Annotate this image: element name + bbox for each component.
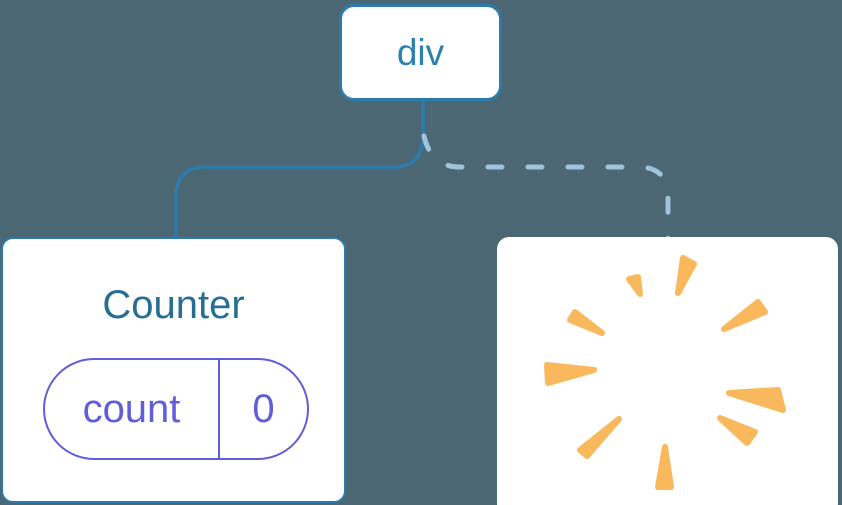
poof-ray — [577, 416, 622, 459]
poof-ray — [655, 444, 674, 490]
state-value-cell: 0 — [218, 360, 307, 458]
poof-ray — [544, 362, 597, 386]
root-div-label: div — [396, 31, 445, 73]
removed-node — [497, 237, 838, 505]
state-value-label: 0 — [252, 386, 275, 431]
poof-ray — [721, 299, 768, 332]
counter-node: Counter count 0 — [1, 237, 346, 503]
solid-link-root-to-counter — [174, 99, 425, 242]
state-key-label: count — [82, 386, 181, 431]
state-pill: count 0 — [43, 358, 309, 460]
poof-ray — [626, 274, 643, 297]
dashed-link-root-to-removed — [421, 133, 671, 243]
poof-ray — [675, 255, 697, 296]
root-div-node: div — [339, 4, 502, 101]
counter-title: Counter — [102, 283, 245, 327]
poof-icon — [544, 255, 786, 490]
poof-ray — [567, 309, 605, 336]
state-key-cell: count — [45, 360, 218, 458]
poof-ray — [726, 387, 786, 413]
poof-ray — [717, 415, 758, 446]
